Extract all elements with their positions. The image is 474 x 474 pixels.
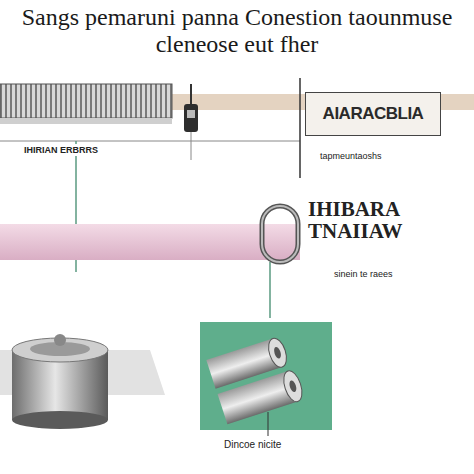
clamp-device [184, 104, 198, 132]
clamp-rod [190, 84, 192, 104]
heater-base [0, 118, 172, 124]
ring-clip [262, 206, 298, 262]
leader [268, 412, 269, 436]
knob [54, 334, 66, 346]
node-text: AIARACBLIA [323, 104, 424, 124]
small-label: Dincoe nicite [222, 438, 283, 451]
label-box: AIARACBLIA [305, 92, 441, 136]
small-label: tapmeuntaoshs [318, 150, 384, 162]
wire [269, 262, 271, 318]
wire [0, 141, 300, 142]
roll [218, 369, 306, 425]
wire [299, 78, 301, 178]
green-panel [200, 322, 332, 430]
pink-band [0, 224, 300, 260]
clamp-window [187, 110, 195, 118]
metal-cylinder [12, 411, 108, 429]
small-label: IHIRIAN ERBRRS [22, 144, 100, 156]
heading-label: IHIBARA TNAIIAW [306, 198, 470, 242]
title: Sangs pemaruni panna Conestion taounmuse… [14, 4, 460, 58]
heater-coil [0, 84, 172, 118]
small-label: sinein te raees [332, 268, 395, 280]
wire [191, 132, 192, 160]
ring-clip [262, 206, 298, 262]
